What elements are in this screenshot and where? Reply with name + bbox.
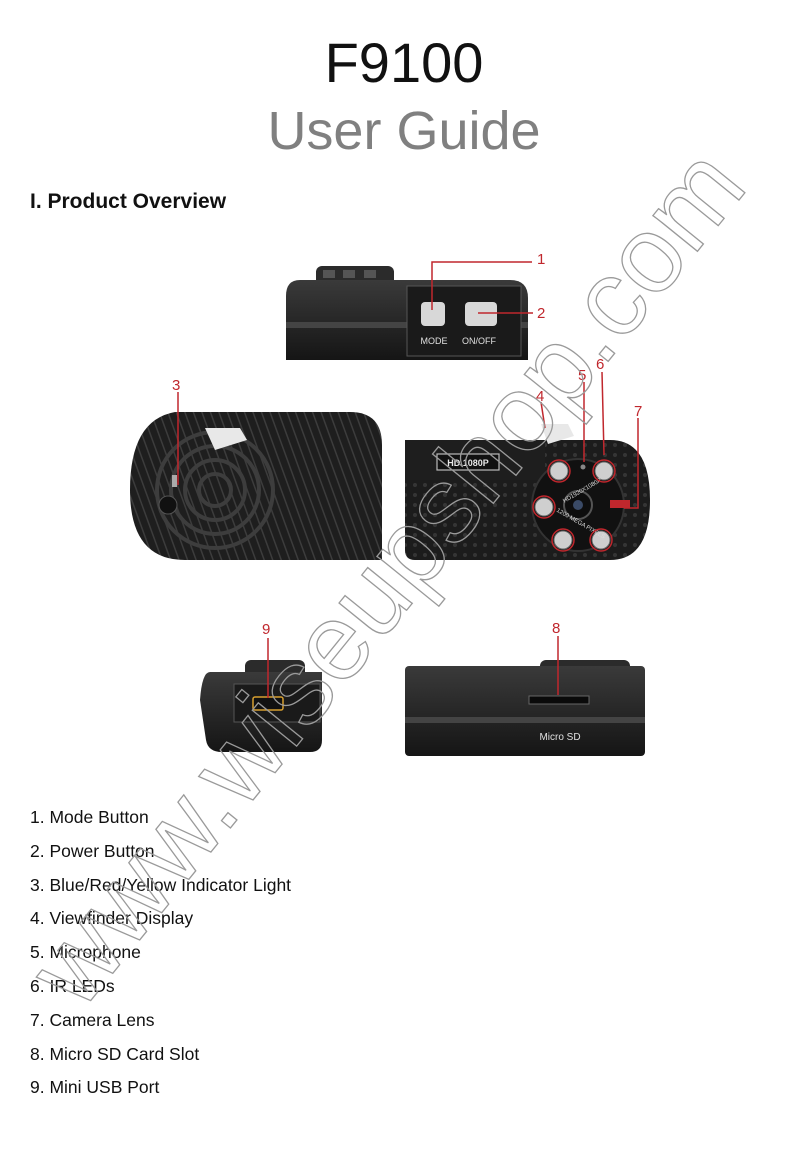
list-item: 8. Micro SD Card Slot bbox=[30, 1043, 200, 1064]
callout-7: 7 bbox=[634, 403, 642, 420]
camera-top-view: MODE ON/OFF bbox=[286, 266, 528, 360]
list-item: 1. Mode Button bbox=[30, 807, 149, 827]
feature-list: 1. Mode Button 2. Power Button 3. Blue/R… bbox=[30, 804, 291, 1108]
list-item: 4. Viewfinder Display bbox=[30, 908, 194, 929]
section-heading: I. Product Overview bbox=[30, 190, 227, 213]
micro-sd-label: Micro SD bbox=[539, 732, 580, 743]
callout-4: 4 bbox=[536, 388, 544, 405]
callout-1: 1 bbox=[537, 251, 545, 268]
list-item: 3. Blue/Red/Yellow Indicator Light bbox=[30, 874, 292, 895]
camera-front-view: HD 1080P HD1920X1080P 1200 MEGA PIXELS bbox=[405, 424, 650, 560]
callout-3: 3 bbox=[172, 377, 180, 394]
document-title: F9100 bbox=[324, 31, 484, 94]
camera-microsd-side-view: Micro SD bbox=[405, 660, 645, 756]
callout-lines bbox=[177, 261, 639, 698]
callout-6: 6 bbox=[596, 356, 604, 373]
callout-9: 9 bbox=[262, 621, 270, 638]
list-item: 5. Microphone bbox=[30, 942, 141, 963]
list-item: 7. Camera Lens bbox=[30, 1009, 155, 1030]
product-overview-figure: MODE ON/OFF HD 1080P HD1920X1080P 1200 M… bbox=[130, 251, 650, 756]
callout-8: 8 bbox=[552, 620, 560, 637]
list-item: 2. Power Button bbox=[30, 840, 155, 861]
camera-back-view bbox=[130, 412, 382, 560]
hd-badge: HD 1080P bbox=[447, 458, 489, 468]
camera-usb-side-view bbox=[200, 660, 322, 752]
callout-numbers: 1 2 3 4 5 6 7 9 8 bbox=[172, 251, 642, 638]
callout-5: 5 bbox=[578, 367, 586, 384]
list-item: 9. Mini USB Port bbox=[30, 1077, 160, 1098]
onoff-button-label: ON/OFF bbox=[462, 336, 496, 346]
callout-2: 2 bbox=[537, 305, 545, 322]
list-item: 6. IR LEDs bbox=[30, 975, 115, 996]
mode-button-label: MODE bbox=[421, 336, 448, 346]
document-subtitle: User Guide bbox=[267, 101, 541, 161]
